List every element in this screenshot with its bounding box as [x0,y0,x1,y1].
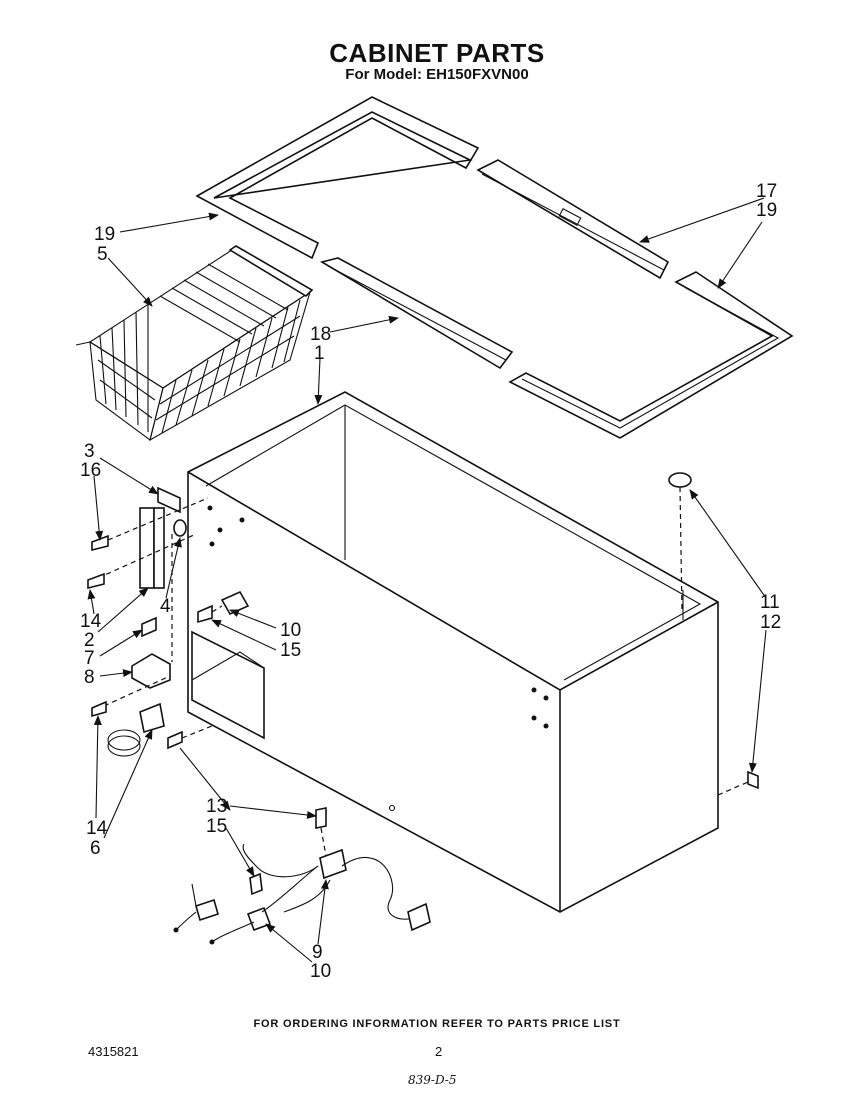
callout-1: 1 [314,343,325,364]
page-number: 2 [435,1044,443,1059]
callout-19: 19 [94,224,115,245]
cabinet-body [187,391,719,913]
model-subtitle: For Model: EH150FXVN00 [345,66,529,83]
callout-15: 15 [206,816,227,837]
lower-bracket [91,616,171,757]
callout-numbers: 17 19 19 5 18 1 3 16 14 2 4 7 8 10 15 11… [80,181,781,982]
callout-6: 6 [90,838,101,859]
callout-13: 13 [206,796,227,817]
diagram-title: CABINET PARTS [329,38,545,68]
callout-3: 3 [84,441,95,462]
callout-16: 16 [80,460,101,481]
callout-leader-lines [87,197,767,963]
document-number: 4315821 [88,1044,139,1059]
callout-5: 5 [97,244,108,265]
callout-10: 10 [280,620,301,641]
drain-plug [668,472,759,796]
hinge-assembly [87,486,209,662]
callout-10: 10 [310,961,331,982]
callout-11: 11 [760,592,780,613]
callout-14: 14 [80,611,102,632]
callout-9: 9 [312,942,323,963]
callout-8: 8 [84,667,95,688]
callout-12: 12 [760,612,781,633]
callout-17: 17 [756,181,777,202]
callout-18: 18 [310,324,331,345]
switch-part [167,590,250,750]
callout-4: 4 [160,596,171,617]
ordering-note: FOR ORDERING INFORMATION REFER TO PARTS … [253,1018,621,1030]
callout-14: 14 [86,818,108,839]
callout-15: 15 [280,640,301,661]
lid-liner-frame [195,96,794,439]
callout-2: 2 [84,630,95,651]
callout-7: 7 [84,648,95,669]
storage-basket [75,245,314,442]
callout-19: 19 [756,200,777,221]
handwritten-code: 839-D-5 [408,1073,457,1087]
